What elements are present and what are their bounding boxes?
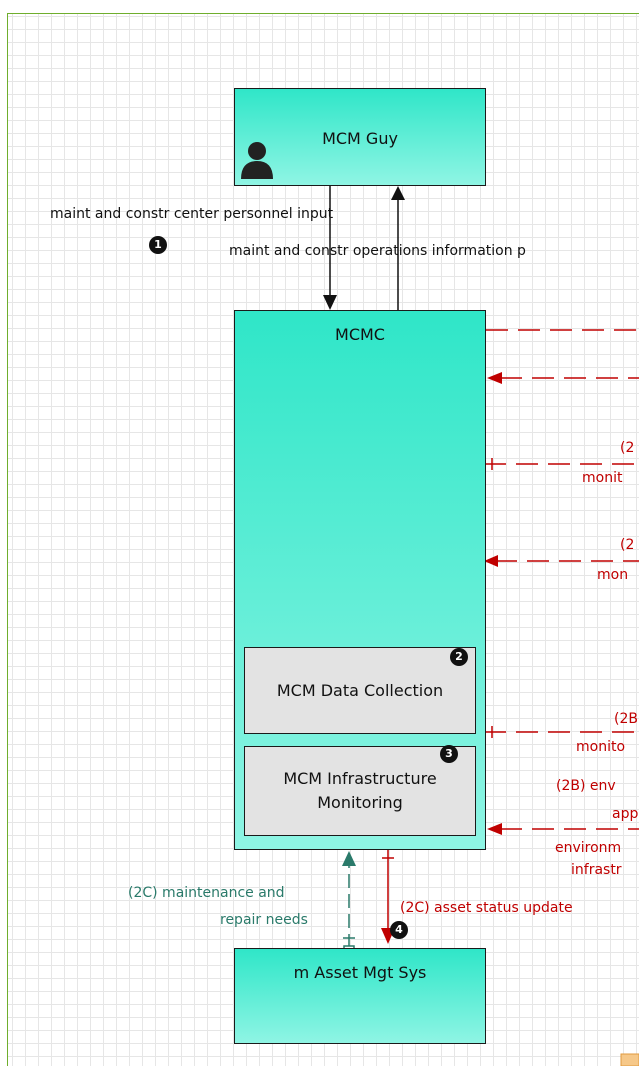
node-mcm-infra-label-line2: Monitoring: [317, 793, 403, 812]
node-asset-mgt-label: m Asset Mgt Sys: [293, 963, 427, 982]
flow-red-4-label-line2: mon: [597, 567, 629, 583]
diagram-frame: [7, 13, 639, 1066]
flow-personnel-input-arrowhead: [323, 295, 337, 310]
flow-red-3-label-line2: monit: [582, 470, 623, 486]
node-mcm-infrastructure-monitoring[interactable]: MCM Infrastructure Monitoring: [244, 746, 476, 836]
node-asset-mgt-sys[interactable]: m Asset Mgt Sys: [234, 948, 486, 1044]
step-badge-4: 4: [390, 921, 408, 939]
flow-red-6-label-line2: app: [612, 806, 639, 822]
node-mcm-data-collection-label: MCM Data Collection: [276, 680, 444, 700]
node-mcm-guy[interactable]: MCM Guy: [234, 88, 486, 186]
offscreen-node-corner: [620, 1053, 639, 1066]
step-badge-2: 2: [450, 648, 468, 666]
step-badge-3: 3: [440, 745, 458, 763]
flow-red-3-label-line1: (2: [620, 440, 635, 456]
flow-maint-needs-arrowhead: [342, 851, 356, 866]
node-mcmc-label: MCMC: [335, 325, 385, 344]
flow-red-5-label-line2: monito: [576, 739, 626, 755]
node-mcm-guy-label: MCM Guy: [322, 129, 398, 148]
flow-red-4-arrowhead: [484, 555, 498, 567]
flow-maint-needs-label-line1: (2C) maintenance and: [128, 885, 285, 901]
flow-personnel-input-label: maint and constr center personnel input: [50, 206, 334, 222]
flow-red-4-label-line1: (2: [620, 537, 635, 553]
node-mcm-infra-label-line1: MCM Infrastructure: [283, 769, 437, 788]
flow-asset-status-label: (2C) asset status update: [400, 900, 573, 916]
flow-red-6-label-line1: (2B) env: [556, 778, 616, 794]
flow-red-6-arrowhead: [487, 823, 502, 835]
flow-red-2-arrowhead: [487, 372, 502, 384]
flow-maint-needs-label-line2: repair needs: [220, 912, 308, 928]
flow-operations-info-label: maint and constr operations information …: [229, 243, 526, 259]
flow-red-5-label-line1: (2B: [614, 711, 638, 727]
node-mcm-data-collection[interactable]: MCM Data Collection: [244, 647, 476, 734]
flow-operations-info-arrowhead: [391, 186, 405, 200]
step-badge-1: 1: [149, 236, 167, 254]
person-icon: [241, 142, 273, 179]
flow-red-6-label-line4: infrastr: [571, 862, 622, 878]
flow-red-6-label-line3: environm: [555, 840, 622, 856]
